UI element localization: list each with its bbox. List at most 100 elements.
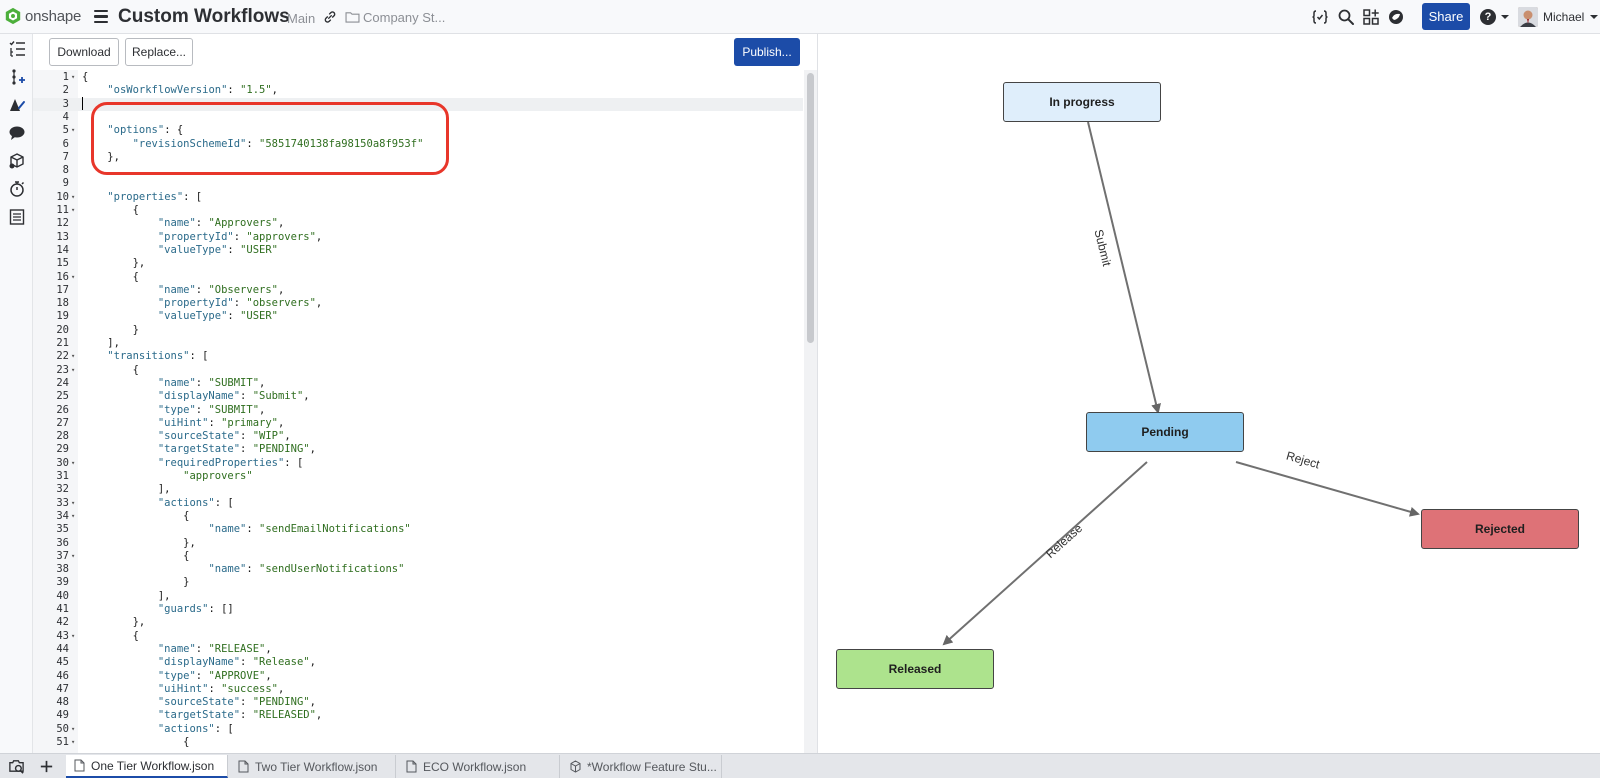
- code-line[interactable]: 44 "name": "RELEASE",: [33, 643, 803, 656]
- learning-center-icon[interactable]: [1387, 8, 1405, 26]
- document-title[interactable]: Custom Workflows: [118, 6, 290, 27]
- code-line[interactable]: 15 },: [33, 257, 803, 270]
- fold-toggle-icon[interactable]: ▾: [71, 126, 76, 135]
- code-line[interactable]: 31 "approvers": [33, 470, 803, 483]
- code-line[interactable]: 29 "targetState": "PENDING",: [33, 443, 803, 456]
- code-line[interactable]: 4: [33, 111, 803, 124]
- document-search-icon[interactable]: [8, 758, 25, 775]
- code-line[interactable]: 8: [33, 164, 803, 177]
- tab-1[interactable]: One Tier Workflow.json: [66, 755, 228, 778]
- code-line[interactable]: 6 "revisionSchemeId": "5851740138fa98150…: [33, 138, 803, 151]
- bill-of-materials-icon[interactable]: [8, 208, 26, 226]
- code-line[interactable]: 22▾ "transitions": [: [33, 350, 803, 363]
- code-line[interactable]: 47 "uiHint": "success",: [33, 683, 803, 696]
- insert-variable-icon[interactable]: [8, 68, 26, 86]
- code-line[interactable]: 14 "valueType": "USER": [33, 244, 803, 257]
- code-line[interactable]: 10▾ "properties": [: [33, 191, 803, 204]
- folder-icon[interactable]: [345, 11, 360, 23]
- code-line[interactable]: 30▾ "requiredProperties": [: [33, 457, 803, 470]
- fold-toggle-icon[interactable]: ▾: [71, 551, 76, 560]
- code-line[interactable]: 23▾ {: [33, 364, 803, 377]
- code-line[interactable]: 19 "valueType": "USER": [33, 310, 803, 323]
- code-line[interactable]: 33▾ "actions": [: [33, 497, 803, 510]
- code-line[interactable]: 40 ],: [33, 590, 803, 603]
- user-name[interactable]: Michael: [1543, 10, 1585, 24]
- menu-hamburger-icon[interactable]: [94, 10, 108, 24]
- code-line[interactable]: 46 "type": "APPROVE",: [33, 670, 803, 683]
- code-line[interactable]: 41 "guards": []: [33, 603, 803, 616]
- state-in-progress[interactable]: In progress: [1003, 82, 1161, 122]
- code-line[interactable]: 2 "osWorkflowVersion": "1.5",: [33, 84, 803, 97]
- comments-icon[interactable]: [8, 124, 26, 142]
- code-line[interactable]: 49 "targetState": "RELEASED",: [33, 709, 803, 722]
- tab-2[interactable]: Two Tier Workflow.json: [230, 755, 396, 778]
- fold-toggle-icon[interactable]: ▾: [71, 192, 76, 201]
- code-line[interactable]: 39 }: [33, 576, 803, 589]
- code-line[interactable]: 28 "sourceState": "WIP",: [33, 430, 803, 443]
- state-pending[interactable]: Pending: [1086, 412, 1244, 452]
- history-stopwatch-icon[interactable]: [8, 180, 26, 198]
- appearance-icon[interactable]: [8, 96, 26, 114]
- tab-3[interactable]: ECO Workflow.json: [398, 755, 560, 778]
- code-line[interactable]: 42 },: [33, 616, 803, 629]
- help-caret-icon[interactable]: [1501, 15, 1509, 19]
- code-line[interactable]: 13 "propertyId": "approvers",: [33, 231, 803, 244]
- onshape-logo[interactable]: onshape: [4, 7, 81, 25]
- code-line[interactable]: 38 "name": "sendUserNotifications": [33, 563, 803, 576]
- code-line[interactable]: 43▾ {: [33, 630, 803, 643]
- feature-list-icon[interactable]: [8, 40, 26, 58]
- code-line[interactable]: 20 }: [33, 324, 803, 337]
- search-icon[interactable]: [1337, 8, 1355, 26]
- app-store-icon[interactable]: [1362, 8, 1380, 26]
- download-button[interactable]: Download: [49, 38, 119, 66]
- publish-button[interactable]: Publish...: [734, 38, 800, 66]
- state-rejected[interactable]: Rejected: [1421, 509, 1579, 549]
- code-line[interactable]: 35 "name": "sendEmailNotifications": [33, 523, 803, 536]
- parts-icon[interactable]: [8, 152, 26, 170]
- code-braces-icon[interactable]: [1311, 8, 1329, 26]
- tab-4[interactable]: *Workflow Feature Stu...: [562, 755, 722, 778]
- code-line[interactable]: 51▾ {: [33, 736, 803, 749]
- code-line[interactable]: 32 ],: [33, 483, 803, 496]
- editor-scrollbar-thumb[interactable]: [807, 73, 814, 343]
- fold-toggle-icon[interactable]: ▾: [71, 458, 76, 467]
- fold-toggle-icon[interactable]: ▾: [71, 365, 76, 374]
- code-line[interactable]: 12 "name": "Approvers",: [33, 217, 803, 230]
- code-line[interactable]: 24 "name": "SUBMIT",: [33, 377, 803, 390]
- code-line[interactable]: 16▾ {: [33, 271, 803, 284]
- code-line[interactable]: 36 },: [33, 537, 803, 550]
- fold-toggle-icon[interactable]: ▾: [71, 738, 76, 746]
- code-line[interactable]: 48 "sourceState": "PENDING",: [33, 696, 803, 709]
- code-line[interactable]: 7 },: [33, 151, 803, 164]
- fold-toggle-icon[interactable]: ▾: [71, 352, 76, 361]
- code-line[interactable]: 17 "name": "Observers",: [33, 284, 803, 297]
- fold-toggle-icon[interactable]: ▾: [71, 511, 76, 520]
- panel-divider[interactable]: [817, 34, 818, 753]
- avatar[interactable]: [1518, 7, 1538, 27]
- code-line[interactable]: 50▾ "actions": [: [33, 723, 803, 736]
- share-button[interactable]: Share: [1422, 3, 1470, 30]
- code-line[interactable]: 18 "propertyId": "observers",: [33, 297, 803, 310]
- fold-toggle-icon[interactable]: ▾: [71, 206, 76, 214]
- code-line[interactable]: 25 "displayName": "Submit",: [33, 390, 803, 403]
- help-icon[interactable]: ?: [1480, 9, 1496, 25]
- code-line[interactable]: 27 "uiHint": "primary",: [33, 417, 803, 430]
- fold-toggle-icon[interactable]: ▾: [71, 73, 76, 81]
- code-line[interactable]: 9: [33, 177, 803, 190]
- code-line[interactable]: 45 "displayName": "Release",: [33, 656, 803, 669]
- fold-toggle-icon[interactable]: ▾: [71, 498, 76, 507]
- state-released[interactable]: Released: [836, 649, 994, 689]
- code-line[interactable]: 37▾ {: [33, 550, 803, 563]
- code-line[interactable]: 5▾ "options": {: [33, 124, 803, 137]
- user-caret-icon[interactable]: [1590, 15, 1598, 19]
- code-line[interactable]: 34▾ {: [33, 510, 803, 523]
- fold-toggle-icon[interactable]: ▾: [71, 631, 76, 640]
- code-line[interactable]: 26 "type": "SUBMIT",: [33, 404, 803, 417]
- folder-breadcrumb[interactable]: Company St...: [363, 10, 446, 25]
- link-icon[interactable]: [323, 10, 337, 24]
- replace-button[interactable]: Replace...: [125, 38, 193, 66]
- fold-toggle-icon[interactable]: ▾: [71, 272, 76, 281]
- branch-label[interactable]: Main: [287, 11, 316, 26]
- code-line[interactable]: 1▾{: [33, 71, 803, 84]
